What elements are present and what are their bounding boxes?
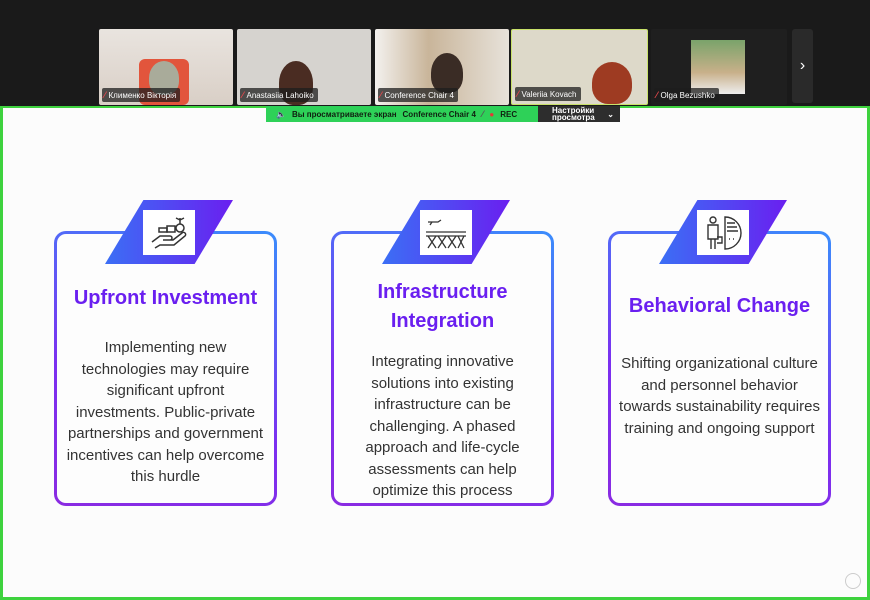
infrastructure-bridge-icon — [420, 210, 472, 255]
participant-name: Anastasiia Lahoiko — [246, 90, 314, 100]
card-title: Upfront Investment — [73, 287, 258, 309]
screen-share-banner: 🔈 Вы просматриваете экран Conference Cha… — [266, 106, 620, 122]
speaker-icon: 🔈 — [276, 109, 286, 119]
rec-dot-icon: ● — [489, 109, 495, 119]
participant-name-label: ⁄Клименко Вікторія — [102, 88, 181, 102]
participant-name-label: ⁄Conference Chair 4 — [378, 88, 458, 102]
mic-muted-icon: ⁄ — [104, 90, 106, 100]
participant-tile[interactable]: ⁄Olga Bezushko — [651, 29, 787, 105]
mic-muted-icon: ⁄ — [517, 89, 519, 99]
card-body: Shifting organizational culture and pers… — [619, 355, 820, 437]
businessman-chart-icon — [697, 210, 749, 255]
participant-name: Клименко Вікторія — [108, 90, 177, 100]
participant-name: Olga Bezushko — [660, 90, 715, 100]
participant-tile[interactable]: ⁄Conference Chair 4 — [375, 29, 509, 105]
rec-label: REC — [500, 109, 518, 119]
participant-name-label: ⁄Anastasiia Lahoiko — [240, 88, 318, 102]
participant-video — [431, 53, 463, 93]
shared-screen: Upfront Investment Implementing new tech… — [0, 106, 870, 600]
participant-name-label: ⁄Valeriia Kovach — [515, 87, 581, 101]
chevron-down-icon: ⌄ — [607, 109, 614, 119]
participant-tile[interactable]: ⁄Anastasiia Lahoiko — [237, 29, 371, 105]
participant-name-label: ⁄Olga Bezushko — [654, 88, 719, 102]
card-title: Infrastructure Integration — [377, 281, 508, 332]
chevron-right-icon: › — [799, 57, 806, 74]
investment-hand-coins-icon — [143, 210, 195, 255]
mic-muted-icon: ⁄ — [242, 90, 244, 100]
mic-muted-icon: ⁄ — [481, 109, 484, 119]
presenter-name: Conference Chair 4 — [402, 109, 476, 119]
mic-muted-icon: ⁄ — [656, 90, 658, 100]
card-behavioral-change: Behavioral Change Shifting organizationa… — [608, 200, 831, 506]
participant-video — [592, 62, 632, 104]
participant-tile-active-speaker[interactable]: ⁄Valeriia Kovach — [511, 29, 648, 105]
mic-muted-icon: ⁄ — [380, 90, 382, 100]
viewing-text: Вы просматриваете экран — [291, 109, 397, 119]
next-page-button[interactable]: › — [792, 29, 813, 103]
view-options-button[interactable]: Настройки просмотра ⌄ — [538, 106, 620, 122]
card-infrastructure-integration: Infrastructure Integration Integrating i… — [331, 200, 554, 506]
participant-name: Valeriia Kovach — [521, 89, 577, 99]
participant-tile[interactable]: ⁄Клименко Вікторія — [99, 29, 233, 105]
card-title: Behavioral Change — [628, 295, 811, 317]
card-body: Implementing new technologies may requir… — [66, 339, 265, 485]
presentation-logo-icon — [845, 573, 861, 589]
card-upfront-investment: Upfront Investment Implementing new tech… — [54, 200, 277, 506]
participant-strip: ⁄Клименко Вікторія ⁄Anastasiia Lahoiko ⁄… — [0, 0, 870, 106]
viewing-screen-indicator: 🔈 Вы просматриваете экран Conference Cha… — [266, 106, 538, 122]
card-body: Integrating innovative solutions into ex… — [365, 353, 520, 499]
profile-photo — [691, 40, 745, 94]
view-options-label: Настройки просмотра — [552, 106, 595, 122]
participant-name: Conference Chair 4 — [384, 90, 454, 100]
